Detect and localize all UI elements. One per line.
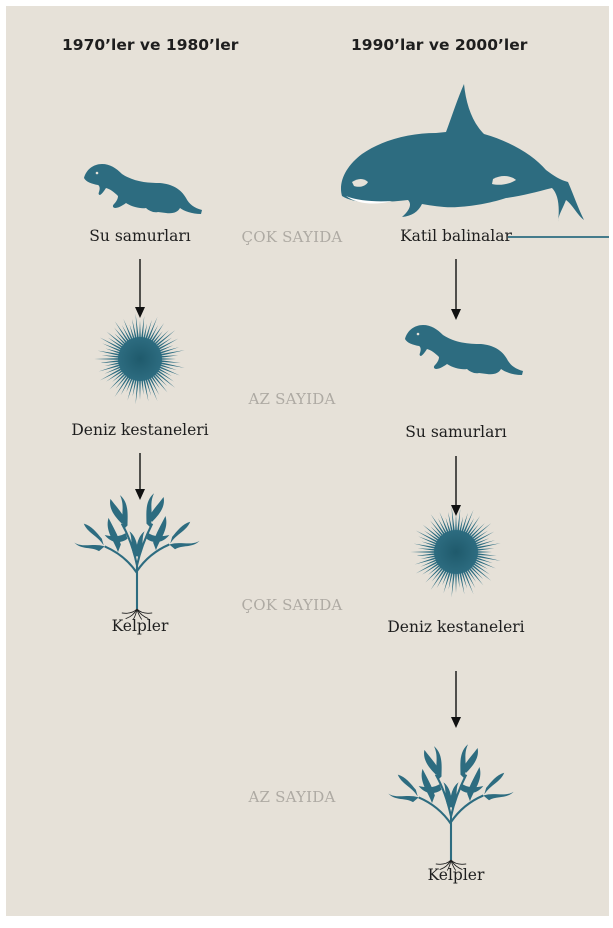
abundance-label-low-1: AZ SAYIDA [248,390,335,408]
sea-urchin-icon-left [94,314,184,405]
abundance-label-low-2: AZ SAYIDA [248,788,335,806]
sea-otter-icon-left [84,164,202,214]
right-column-heading: 1990’lar ve 2000’ler [351,36,527,54]
arrow-urchins-to-kelp-right [451,671,461,728]
right-node-sea-otters: Su samurları [405,423,506,441]
orca-icon [341,84,584,222]
right-node-sea-urchins: Deniz kestaneleri [387,618,524,636]
kelp-icon-left [74,493,199,619]
sea-urchin-icon-right [410,507,500,598]
abundance-label-high-2: ÇOK SAYIDA [242,596,343,614]
diagram-graphics [6,6,609,916]
food-chain-diagram: 1970’ler ve 1980’ler 1990’lar ve 2000’le… [6,6,609,916]
left-column-heading: 1970’ler ve 1980’ler [62,36,238,54]
right-node-killer-whales: Katil balinalar [400,227,512,245]
kelp-icon-right [388,744,513,870]
right-node-kelp: Kelpler [428,866,485,884]
arrow-whales-to-otters-right [451,259,461,320]
arrow-urchins-to-kelp-left [135,453,145,500]
left-node-sea-otters: Su samurları [89,227,190,245]
left-node-kelp: Kelpler [112,617,169,635]
left-node-sea-urchins: Deniz kestaneleri [71,421,208,439]
arrow-otters-to-urchins-left [135,259,145,318]
abundance-label-high-1: ÇOK SAYIDA [242,228,343,246]
sea-otter-icon-right [405,325,523,375]
arrow-otters-to-urchins-right [451,456,461,516]
